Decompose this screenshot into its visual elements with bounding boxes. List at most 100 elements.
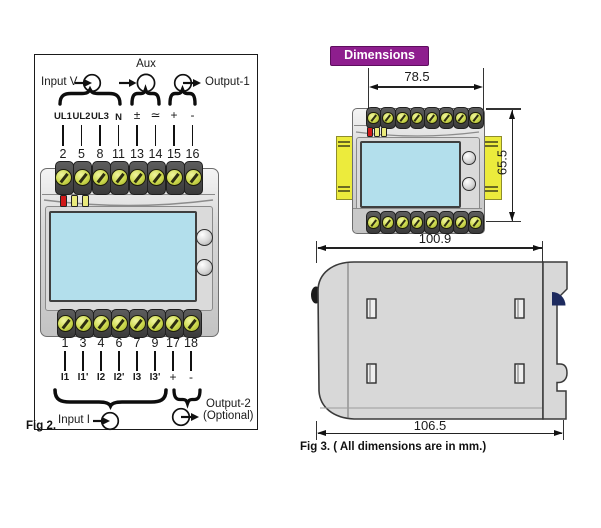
input-arrow-icon [93,411,120,431]
lead-line [62,125,64,146]
terminal-label: - [190,108,195,122]
terminal-label: I2 [96,372,106,383]
terminal-number: 8 [96,147,104,161]
terminal-screw [73,161,92,195]
terminal-number: 1 [61,336,69,350]
clip-ridge [338,141,350,143]
voltage-group-brace [58,85,122,106]
clip-ridge [338,186,350,188]
lead-line [80,125,83,146]
dimension-line [318,433,562,435]
dimension-line [377,86,475,88]
terminal-label: I3 [132,372,142,383]
extension-line [315,241,317,263]
arrowhead [473,83,483,90]
terminal-label: - [189,370,193,384]
terminal-label: ≃ [150,108,161,122]
terminal-screw [409,107,426,129]
terminal-screw [128,161,148,195]
terminal-screw [110,161,129,195]
terminal-label: + [170,108,178,122]
up-button [462,151,476,165]
extension-line [367,68,369,112]
terminal-screw [128,309,148,338]
terminal-screw [182,309,202,338]
output2-note: (Optional) [203,410,254,422]
aux-label: Aux [136,58,156,70]
lcd-screen [49,211,197,302]
terminal-screw [165,161,185,195]
extension-line [562,420,564,440]
terminal-screw [147,161,166,195]
extension-line [486,221,521,223]
lead-line [136,125,138,146]
terminal-label: UL1 [54,111,72,122]
terminal-screw [92,309,112,338]
terminal-number: 3 [79,336,87,350]
terminal-screw [365,211,382,234]
terminal-screw [184,161,203,195]
terminal-number: 4 [97,336,105,350]
arrowhead [533,244,542,251]
lead-line [154,351,156,371]
terminal-number: 9 [151,336,159,350]
arrowhead [368,83,378,90]
clip-ridge [485,145,498,147]
terminal-number: 5 [78,147,85,161]
arrowhead [316,244,326,251]
lead-line [136,351,138,371]
terminal-label: I3' [149,372,161,383]
output1-group-brace [168,84,197,106]
extension-line [542,241,544,263]
lead-line [117,125,120,146]
input-i-label: Input I [58,414,90,426]
terminal-screw [380,107,396,129]
front-height-dim: 65.5 [494,149,510,176]
input-v-label: Input V [41,76,78,88]
lead-line [172,351,174,371]
terminal-label: ± [133,108,141,122]
arrowhead [554,430,563,437]
yellow-led [381,127,387,137]
lead-line [100,351,102,371]
lead-line [191,125,194,146]
terminal-label: + [169,370,177,384]
yellow-led [374,127,380,137]
dimension-line [318,247,542,249]
clip-ridge [485,190,498,192]
dimensions-badge: Dimensions [330,46,429,66]
side-depth-body-dim: 100.9 [418,231,452,246]
yellow-led [82,195,89,207]
meter-side-view [311,261,568,420]
yellow-led [71,195,78,207]
output2-label: Output-2 [206,398,251,410]
lead-line [99,125,101,146]
front-width-dim: 78.5 [404,69,430,84]
arrowhead [316,430,326,437]
fig2-caption: Fig 2. [26,420,57,432]
lead-line [173,125,175,146]
terminal-screw [91,161,111,195]
output2-arrow-icon [171,407,199,427]
terminal-screw [74,309,94,338]
arrowhead [509,212,516,221]
terminal-screw [424,107,440,129]
lead-line [82,351,84,371]
terminal-number: 13 [130,147,144,161]
red-led [60,195,67,207]
terminal-number: 14 [148,147,163,161]
terminal-number: 16 [185,147,200,161]
terminal-screw [54,161,74,195]
up-button [195,228,213,246]
terminal-number: 2 [59,147,67,161]
red-led [367,127,373,137]
bezel-line [42,193,215,195]
down-button [462,177,476,191]
clip-ridge [338,190,350,192]
terminal-number: 7 [133,336,141,350]
terminal-screw [164,309,184,338]
terminal-screw [56,309,76,338]
clip-ridge [485,141,498,143]
extension-line [315,421,317,440]
